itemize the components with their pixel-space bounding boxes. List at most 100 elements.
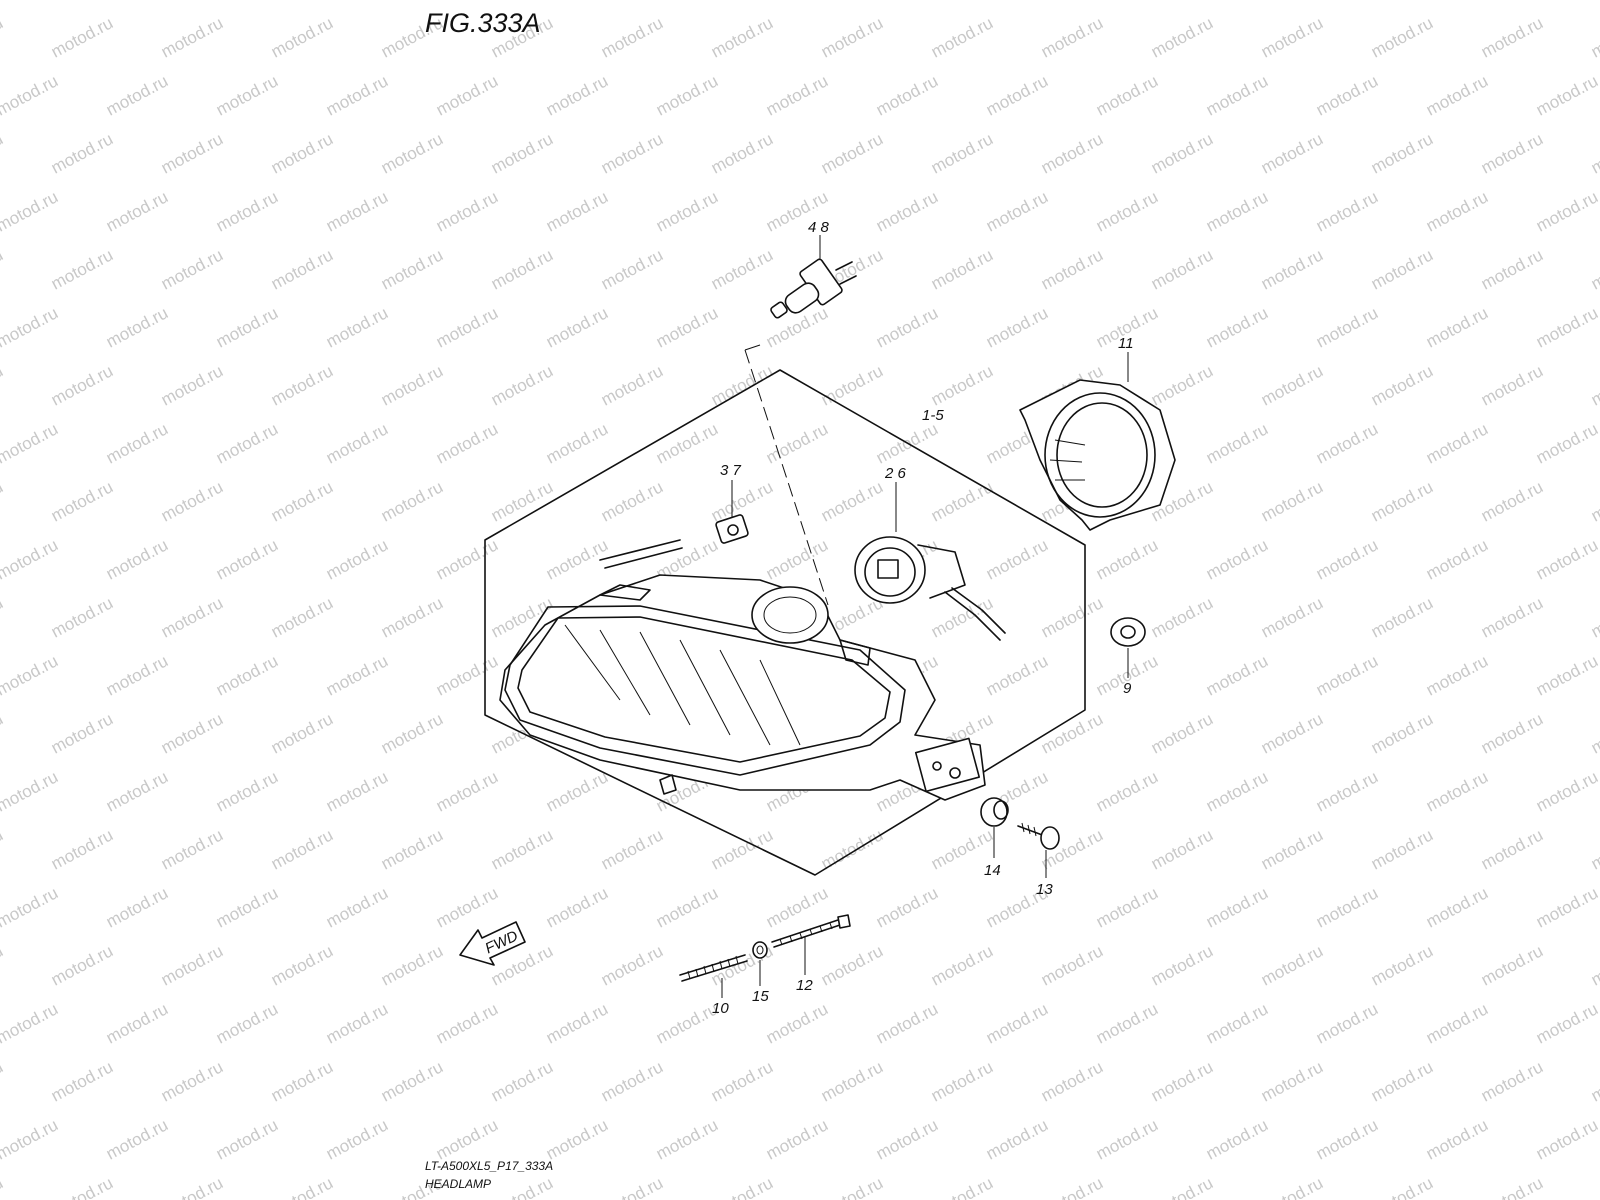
watermark-text: motod.ru bbox=[48, 13, 116, 61]
watermark-text: motod.ru bbox=[763, 419, 831, 467]
screw-part bbox=[1017, 822, 1060, 878]
watermark-text: motod.ru bbox=[1368, 593, 1436, 641]
watermark-text: motod.ru bbox=[1588, 13, 1600, 61]
watermark-text: motod.ru bbox=[0, 941, 6, 989]
watermark-text: motod.ru bbox=[1423, 535, 1491, 583]
watermark-text: motod.ru bbox=[0, 71, 61, 119]
watermark-text: motod.ru bbox=[48, 941, 116, 989]
watermark-text: motod.ru bbox=[323, 999, 391, 1047]
watermark-text: motod.ru bbox=[873, 71, 941, 119]
watermark-text: motod.ru bbox=[1368, 825, 1436, 873]
watermark-text: motod.ru bbox=[158, 13, 226, 61]
watermark-text: motod.ru bbox=[1533, 535, 1600, 583]
watermark-text: motod.ru bbox=[928, 1173, 996, 1200]
watermark-text: motod.ru bbox=[1093, 883, 1161, 931]
watermark-text: motod.ru bbox=[818, 941, 886, 989]
watermark-text: motod.ru bbox=[1368, 245, 1436, 293]
watermark-text: motod.ru bbox=[1478, 1057, 1546, 1105]
watermark-text: motod.ru bbox=[103, 535, 171, 583]
watermark-text: motod.ru bbox=[1148, 13, 1216, 61]
watermark-text: motod.ru bbox=[323, 303, 391, 351]
watermark-text: motod.ru bbox=[433, 187, 501, 235]
watermark-text: motod.ru bbox=[213, 535, 281, 583]
headlamp-housing bbox=[499, 539, 986, 801]
watermark-text: motod.ru bbox=[1423, 187, 1491, 235]
watermark-text: motod.ru bbox=[1478, 477, 1546, 525]
watermark-text: motod.ru bbox=[1148, 129, 1216, 177]
watermark-text: motod.ru bbox=[1038, 13, 1106, 61]
watermark-text: motod.ru bbox=[0, 535, 61, 583]
watermark-text: motod.ru bbox=[1588, 593, 1600, 641]
watermark-text: motod.ru bbox=[103, 71, 171, 119]
watermark-text: motod.ru bbox=[928, 245, 996, 293]
callout-9: 9 bbox=[1123, 680, 1132, 697]
watermark-text: motod.ru bbox=[1478, 361, 1546, 409]
watermark-text: motod.ru bbox=[1478, 13, 1546, 61]
watermark-text: motod.ru bbox=[1203, 651, 1271, 699]
watermark-text: motod.ru bbox=[1258, 129, 1326, 177]
watermark-text: motod.ru bbox=[158, 129, 226, 177]
watermark-text: motod.ru bbox=[1313, 303, 1381, 351]
watermark-text: motod.ru bbox=[818, 13, 886, 61]
watermark-text: motod.ru bbox=[873, 1115, 941, 1163]
watermark-text: motod.ru bbox=[598, 825, 666, 873]
watermark-text: motod.ru bbox=[1423, 71, 1491, 119]
watermark-text: motod.ru bbox=[598, 1173, 666, 1200]
watermark-text: motod.ru bbox=[1313, 999, 1381, 1047]
watermark-text: motod.ru bbox=[1588, 129, 1600, 177]
watermark-text: motod.ru bbox=[0, 1173, 6, 1200]
watermark-text: motod.ru bbox=[1148, 825, 1216, 873]
watermark-text: motod.ru bbox=[1533, 0, 1600, 4]
watermark-text: motod.ru bbox=[1093, 767, 1161, 815]
watermark-text: motod.ru bbox=[158, 709, 226, 757]
watermark-text: motod.ru bbox=[1203, 535, 1271, 583]
watermark-text: motod.ru bbox=[928, 1057, 996, 1105]
watermark-text: motod.ru bbox=[928, 941, 996, 989]
watermark-text: motod.ru bbox=[1148, 1173, 1216, 1200]
watermark-text: motod.ru bbox=[1588, 709, 1600, 757]
watermark-text: motod.ru bbox=[103, 767, 171, 815]
watermark-text: motod.ru bbox=[378, 477, 446, 525]
watermark-text: motod.ru bbox=[1313, 187, 1381, 235]
watermark-text: motod.ru bbox=[213, 651, 281, 699]
watermark-text: motod.ru bbox=[48, 245, 116, 293]
watermark-text: motod.ru bbox=[1588, 1173, 1600, 1200]
watermark-text: motod.ru bbox=[1203, 419, 1271, 467]
watermark-text: motod.ru bbox=[158, 477, 226, 525]
watermark-text: motod.ru bbox=[268, 477, 336, 525]
watermark-text: motod.ru bbox=[488, 1057, 556, 1105]
watermark-text: motod.ru bbox=[158, 1057, 226, 1105]
watermark-text: motod.ru bbox=[378, 593, 446, 641]
watermark-text: motod.ru bbox=[323, 71, 391, 119]
grommet-part bbox=[1110, 617, 1146, 678]
watermark-text: motod.ru bbox=[0, 419, 61, 467]
watermark-text: motod.ru bbox=[1588, 245, 1600, 293]
watermark-text: motod.ru bbox=[598, 129, 666, 177]
watermark-text: motod.ru bbox=[433, 651, 501, 699]
watermark-text: motod.ru bbox=[543, 303, 611, 351]
watermark-text: motod.ru bbox=[213, 999, 281, 1047]
watermark-text: motod.ru bbox=[378, 1057, 446, 1105]
watermark-text: motod.ru bbox=[1423, 1115, 1491, 1163]
watermark-text: motod.ru bbox=[598, 477, 666, 525]
watermark-text: motod.ru bbox=[0, 767, 61, 815]
watermark-text: motod.ru bbox=[1478, 941, 1546, 989]
watermark-text: motod.ru bbox=[158, 941, 226, 989]
watermark-text: motod.ru bbox=[1313, 419, 1381, 467]
watermark-text: motod.ru bbox=[708, 245, 776, 293]
watermark-text: motod.ru bbox=[928, 477, 996, 525]
watermark-text: motod.ru bbox=[598, 941, 666, 989]
watermark-text: motod.ru bbox=[1533, 71, 1600, 119]
watermark-text: motod.ru bbox=[323, 535, 391, 583]
watermark-text: motod.ru bbox=[763, 883, 831, 931]
watermark-text: motod.ru bbox=[1203, 0, 1271, 4]
watermark-text: motod.ru bbox=[1588, 477, 1600, 525]
watermark-text: motod.ru bbox=[983, 71, 1051, 119]
watermark-text: motod.ru bbox=[1038, 245, 1106, 293]
watermark-text: motod.ru bbox=[0, 361, 6, 409]
watermark-text: motod.ru bbox=[1478, 245, 1546, 293]
watermark-text: motod.ru bbox=[653, 1115, 721, 1163]
watermark-text: motod.ru bbox=[378, 941, 446, 989]
watermark-text: motod.ru bbox=[213, 71, 281, 119]
